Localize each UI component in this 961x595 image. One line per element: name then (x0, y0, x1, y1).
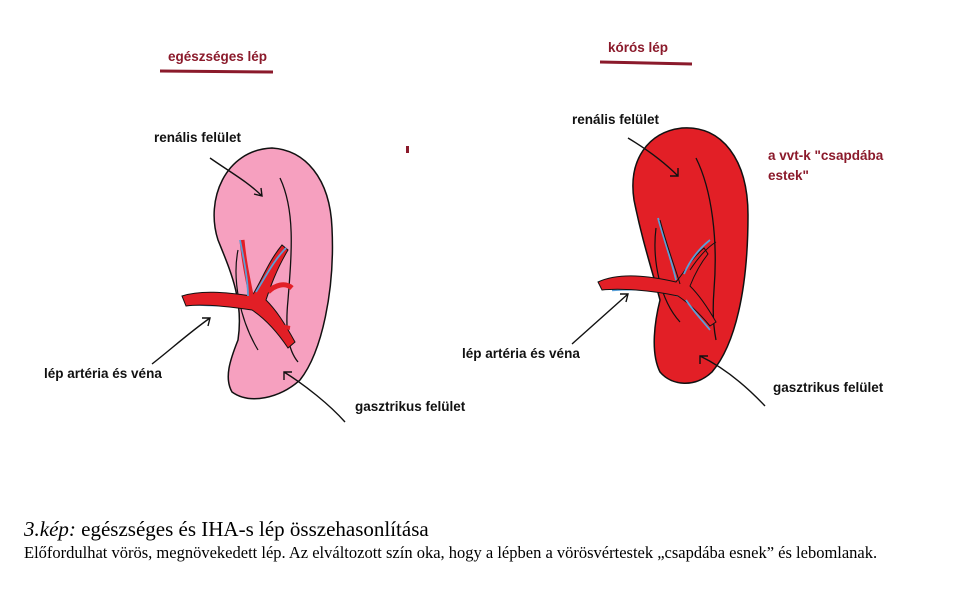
healthy-renal-arrow (209, 157, 263, 197)
diseased-renal-label: renális felület (572, 112, 660, 127)
healthy-vessel-blue-upper (239, 239, 287, 297)
diseased-vessel-blue-upper (657, 217, 711, 331)
healthy-title: egészséges lép (168, 49, 267, 64)
caption-number: 3.kép: (24, 517, 76, 541)
spleen-comparison-diagram: egészséges lép renális felület lép artér… (44, 40, 884, 423)
diseased-vessel-outline (659, 219, 717, 285)
diseased-note-line2: estek" (768, 168, 809, 183)
healthy-panel: egészséges lép renális felület lép artér… (44, 49, 466, 423)
diseased-note-line1: a vvt-k "csapdába (768, 148, 884, 163)
diseased-panel: kórós lép renális felület a vvt-k "csapd… (462, 40, 884, 407)
diseased-title: kórós lép (608, 40, 668, 55)
healthy-gastric-arrow (283, 371, 346, 423)
healthy-renal-label: renális felület (154, 130, 242, 145)
diseased-vessel-trunk (597, 247, 717, 327)
healthy-title-underline (159, 69, 274, 74)
diseased-gastric-arrow (699, 355, 766, 407)
healthy-vessel-branch-mid (266, 282, 294, 294)
diseased-vessel-label: lép artéria és véna (462, 346, 580, 361)
caption-body: Előfordulhat vörös, megnövekedett lép. A… (24, 543, 878, 562)
healthy-gastric-label: gasztrikus felület (355, 399, 466, 414)
figure-caption: 3.kép: egészséges és IHA-s lép összehaso… (24, 516, 944, 564)
diseased-hilum-line (695, 157, 717, 341)
stray-mark (406, 146, 409, 153)
diseased-title-underline (599, 60, 693, 66)
caption-title: egészséges és IHA-s lép összehasonlítása (75, 517, 429, 541)
diseased-renal-arrow (627, 137, 679, 177)
diseased-gastric-label: gasztrikus felület (773, 380, 884, 395)
diseased-vessel-arrow (571, 293, 629, 345)
healthy-vessel-label: lép artéria és véna (44, 366, 162, 381)
healthy-vessel-arrow (151, 317, 211, 365)
healthy-vessel-branch-low (260, 310, 291, 330)
diseased-spleen-body (632, 127, 749, 384)
caption-heading: 3.kép: egészséges és IHA-s lép összehaso… (24, 516, 944, 542)
